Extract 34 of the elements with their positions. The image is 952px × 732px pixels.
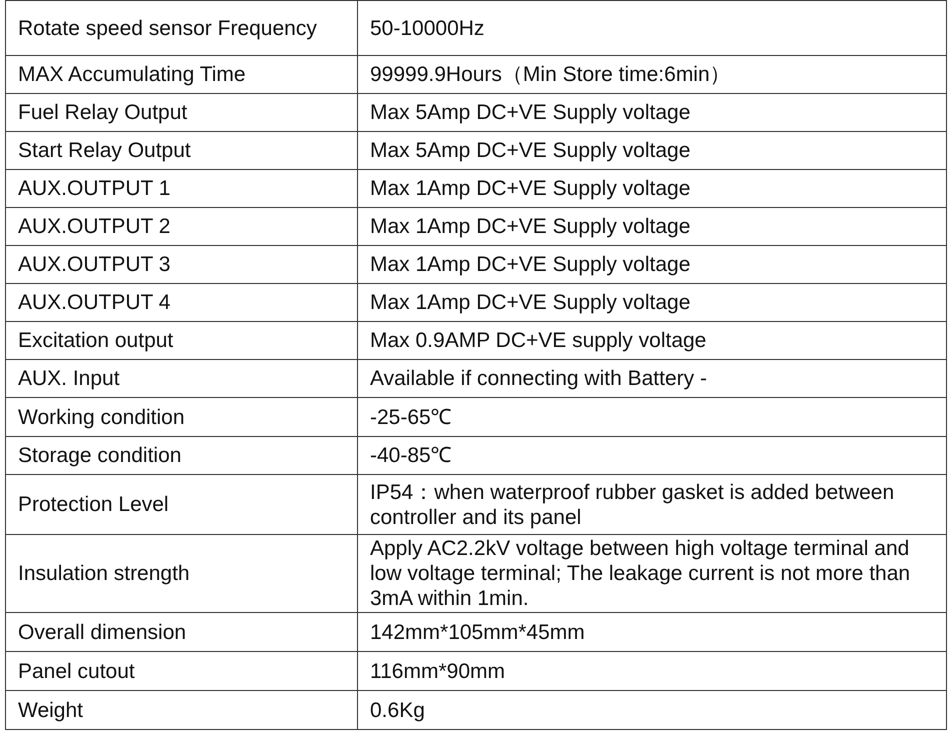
- value-cell: Max 5Amp DC+VE Supply voltage: [358, 94, 946, 132]
- row-header-cell: Panel cutout: [6, 652, 358, 690]
- value-cell: Max 0.9AMP DC+VE supply voltage: [358, 322, 946, 360]
- row-header-cell: AUX.OUTPUT 4: [6, 284, 358, 322]
- value-cell: 0.6Kg: [358, 690, 946, 730]
- row-header-cell: Insulation strength: [6, 534, 358, 612]
- value-cell: Max 1Amp DC+VE Supply voltage: [358, 208, 946, 246]
- value-cell: Max 1Amp DC+VE Supply voltage: [358, 284, 946, 322]
- row-header-cell: Start Relay Output: [6, 132, 358, 170]
- row-header-cell: Working condition: [6, 398, 358, 436]
- value-cell: 99999.9Hours（Min Store time:6min）: [358, 56, 946, 94]
- row-header-cell: Overall dimension: [6, 612, 358, 652]
- value-cell: IP54：when waterproof rubber gasket is added between controller and its panel: [358, 474, 946, 534]
- value-cell: Apply AC2.2kV voltage between high voltage terminal and low voltage terminal; The leakage current is not more than 3mA within 1min.: [358, 534, 946, 612]
- row-header-cell: MAX Accumulating Time: [6, 56, 358, 94]
- value-cell: Max 1Amp DC+VE Supply voltage: [358, 246, 946, 284]
- value-cell: Max 5Amp DC+VE Supply voltage: [358, 132, 946, 170]
- row-header-cell: AUX.OUTPUT 2: [6, 208, 358, 246]
- value-cell: 142mm*105mm*45mm: [358, 612, 946, 652]
- value-cell: -25-65℃: [358, 398, 946, 436]
- row-header-cell: Rotate speed sensor Frequency: [6, 0, 358, 56]
- row-header-cell: AUX.OUTPUT 3: [6, 246, 358, 284]
- row-header-cell: Fuel Relay Output: [6, 94, 358, 132]
- row-header-cell: Excitation output: [6, 322, 358, 360]
- value-cell: Max 1Amp DC+VE Supply voltage: [358, 170, 946, 208]
- row-header-cell: AUX. Input: [6, 360, 358, 398]
- row-header-cell: Protection Level: [6, 474, 358, 534]
- row-header-cell: Weight: [6, 690, 358, 730]
- row-header-cell: Storage condition: [6, 436, 358, 474]
- value-cell: -40-85℃: [358, 436, 946, 474]
- value-cell: 116mm*90mm: [358, 652, 946, 690]
- row-header-cell: AUX.OUTPUT 1: [6, 170, 358, 208]
- value-cell: Available if connecting with Battery -: [358, 360, 946, 398]
- value-cell: 50-10000Hz: [358, 0, 946, 56]
